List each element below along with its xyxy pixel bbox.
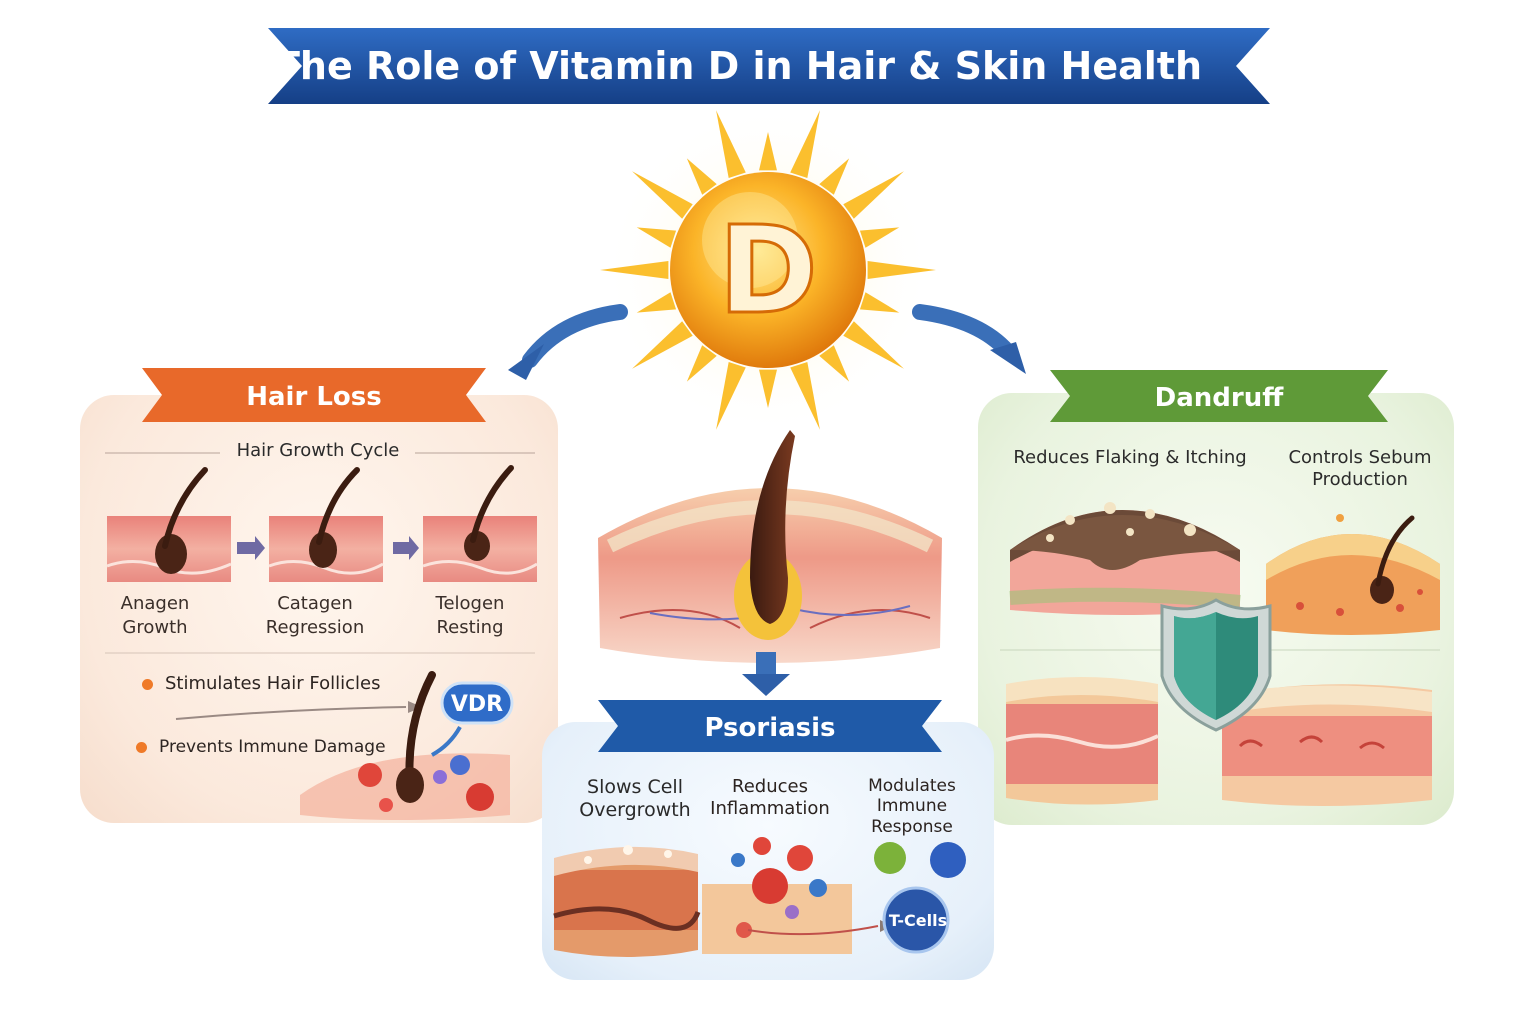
benefit-cell-growth: Slows Cell Overgrowth xyxy=(579,776,691,821)
shield-icon xyxy=(1160,598,1272,732)
benefit-immune: Modulates Immune Response xyxy=(868,776,956,837)
dandruff-heading: Dandruff xyxy=(1155,383,1285,413)
bullet-dot-icon xyxy=(142,678,153,690)
sun-ray xyxy=(632,321,693,369)
sun-arrows xyxy=(508,304,1026,380)
sun-ray xyxy=(632,171,693,219)
divider xyxy=(105,652,535,654)
sun-ray xyxy=(636,227,677,248)
sun-ray xyxy=(843,171,904,219)
vitamin-d-badge: D xyxy=(718,202,818,341)
t-cell-image: T-Cells xyxy=(874,842,966,954)
sun-ray xyxy=(859,227,900,248)
t-cells-label: T-Cells xyxy=(889,911,947,930)
sebum-scalp-image xyxy=(1266,514,1440,635)
psoriasis-banner: Psoriasis xyxy=(598,700,942,752)
sun-ray xyxy=(600,261,669,279)
benefit-sebum: Controls Sebum Production xyxy=(1288,447,1432,490)
vdr-label: VDR xyxy=(451,692,503,717)
stage-desc-telogen: Resting xyxy=(436,617,504,638)
hair-cycle-images xyxy=(106,465,538,582)
sun-ray xyxy=(686,345,717,382)
stage-name-anagen: Anagen xyxy=(120,593,190,614)
stage-desc-anagen: Growth xyxy=(122,617,188,638)
sun-ray xyxy=(819,345,850,382)
sun-ray xyxy=(759,369,777,408)
sun-ray xyxy=(790,361,820,430)
hair-cycle-heading: Hair Growth Cycle xyxy=(236,440,400,461)
stage-desc-catagen: Regression xyxy=(265,617,365,638)
skin-follicle-illustration xyxy=(598,430,942,663)
sun-ray xyxy=(790,110,820,179)
benefit-inflammation: Reduces Inflammation xyxy=(710,776,830,819)
sun-ray xyxy=(867,261,936,279)
bullet-text: Stimulates Hair Follicles xyxy=(165,673,381,694)
page-title: The Role of Vitamin D in Hair & Skin Hea… xyxy=(274,44,1202,88)
sun-ray xyxy=(819,158,850,195)
arrow-left-icon xyxy=(508,344,544,380)
sun-ray xyxy=(716,361,746,430)
hair-loss-banner: Hair Loss xyxy=(142,368,486,422)
psoriasis-illustrations: T-Cells xyxy=(553,837,966,957)
hair-cycle-divider xyxy=(105,452,535,454)
sun-ray xyxy=(759,132,777,171)
dandruff-illustrations xyxy=(1000,502,1440,806)
bullet-dot-icon xyxy=(136,741,147,753)
hair-loss-heading: Hair Loss xyxy=(246,382,381,412)
catagen-image xyxy=(268,467,384,582)
sun-ray xyxy=(859,292,900,313)
sun-ray xyxy=(716,110,746,179)
bullet-text: Prevents Immune Damage xyxy=(159,737,386,757)
bullet-item: Prevents Immune Damage xyxy=(136,737,386,757)
psoriasis-heading: Psoriasis xyxy=(704,713,835,743)
healthy-skin-block xyxy=(1005,677,1159,805)
sun-ray xyxy=(843,321,904,369)
inflammation-image xyxy=(702,837,892,954)
flaky-scalp-image xyxy=(1009,502,1241,615)
arrow-right-icon xyxy=(393,536,419,560)
sun-ray xyxy=(686,158,717,195)
improved-skin-block xyxy=(1222,684,1432,806)
title-banner: The Role of Vitamin D in Hair & Skin Hea… xyxy=(268,28,1270,104)
skin-overgrowth-image xyxy=(553,845,701,957)
arrow-right-icon xyxy=(990,342,1026,374)
bullet-item: Stimulates Hair Follicles xyxy=(142,673,380,694)
stage-name-telogen: Telogen xyxy=(435,593,505,614)
sun-ray xyxy=(636,292,677,313)
follicle-receptor-illustration: VDR xyxy=(175,671,514,820)
hair-loss-panel xyxy=(80,395,558,823)
arrow-right-icon xyxy=(237,536,265,560)
sun-rays xyxy=(600,110,936,430)
sun-illustration: D xyxy=(600,105,936,435)
benefit-flaking: Reduces Flaking & Itching xyxy=(1013,447,1247,468)
dandruff-banner: Dandruff xyxy=(1050,370,1388,422)
telogen-image xyxy=(422,465,538,582)
arrow-down-icon xyxy=(742,652,790,696)
stage-name-catagen: Catagen xyxy=(277,593,353,614)
anagen-image xyxy=(106,467,232,582)
